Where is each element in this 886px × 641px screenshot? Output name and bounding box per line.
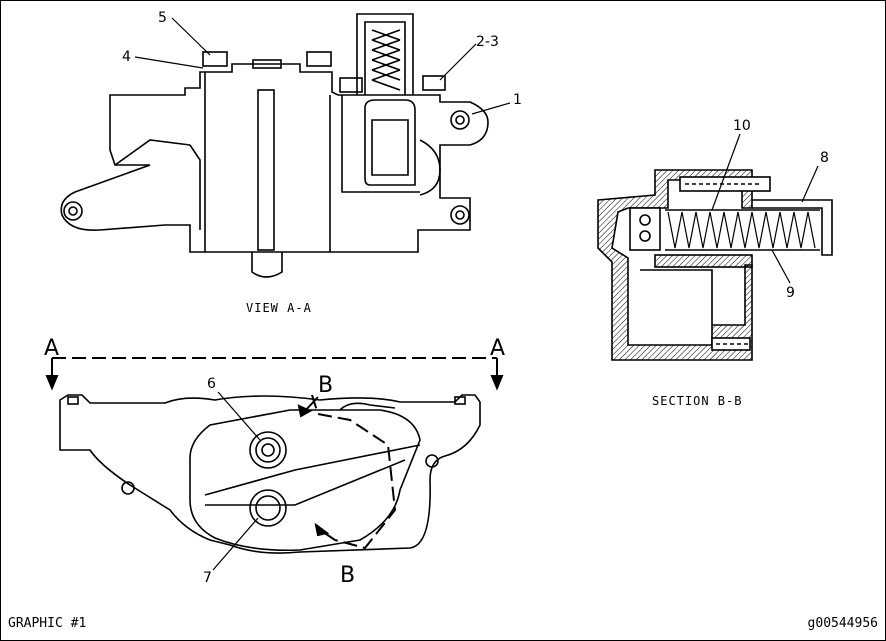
callout-6: 6: [207, 376, 216, 392]
section-marker-a-right: A: [490, 336, 505, 361]
footer-figure-id: g00544956: [807, 616, 878, 631]
section-marker-a-left: A: [44, 336, 59, 361]
bottom-view-drawing: [59, 394, 481, 554]
section-marker-b-top: B: [318, 373, 333, 398]
callout-8: 8: [820, 150, 829, 166]
section-aa-line: [45, 357, 504, 391]
section-bb-drawing: [597, 169, 833, 361]
footer-graphic-label: GRAPHIC #1: [8, 616, 87, 631]
callout-1: 1: [513, 92, 522, 108]
bottom-view-leaders: [212, 391, 261, 571]
callout-5: 5: [158, 10, 167, 26]
section-bb-line: [297, 394, 397, 550]
section-bb-leaders: [711, 133, 819, 284]
view-aa-drawing: [60, 13, 489, 278]
callout-4: 4: [122, 49, 131, 65]
callout-2-3: 2-3: [476, 34, 499, 50]
section-marker-b-bottom: B: [340, 563, 355, 588]
caption-view-aa: VIEW A-A: [246, 301, 312, 315]
caption-section-bb: SECTION B-B: [652, 394, 742, 408]
callout-10: 10: [733, 118, 751, 134]
callout-7: 7: [203, 570, 212, 586]
callout-9: 9: [786, 285, 795, 301]
view-aa-leaders: [134, 17, 511, 115]
